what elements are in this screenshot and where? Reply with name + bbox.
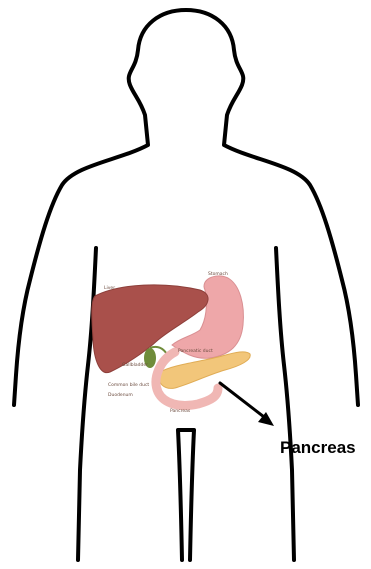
pancreas-arrow bbox=[220, 383, 274, 426]
label-bile-duct: Common bile duct bbox=[108, 382, 149, 388]
organs-illustration: Liver Stomach Pancreatic duct Common bil… bbox=[92, 271, 250, 414]
label-gallbladder: Gallbladder bbox=[122, 362, 148, 368]
label-pancreatic-duct: Pancreatic duct bbox=[178, 348, 213, 354]
label-pancreas-small: Pancreas bbox=[170, 408, 191, 414]
pancreas-callout-label: Pancreas bbox=[280, 438, 356, 458]
body-outline bbox=[14, 10, 358, 560]
label-liver: Liver bbox=[104, 285, 115, 291]
label-duodenum: Duodenum bbox=[108, 392, 133, 398]
label-stomach: Stomach bbox=[208, 271, 228, 277]
